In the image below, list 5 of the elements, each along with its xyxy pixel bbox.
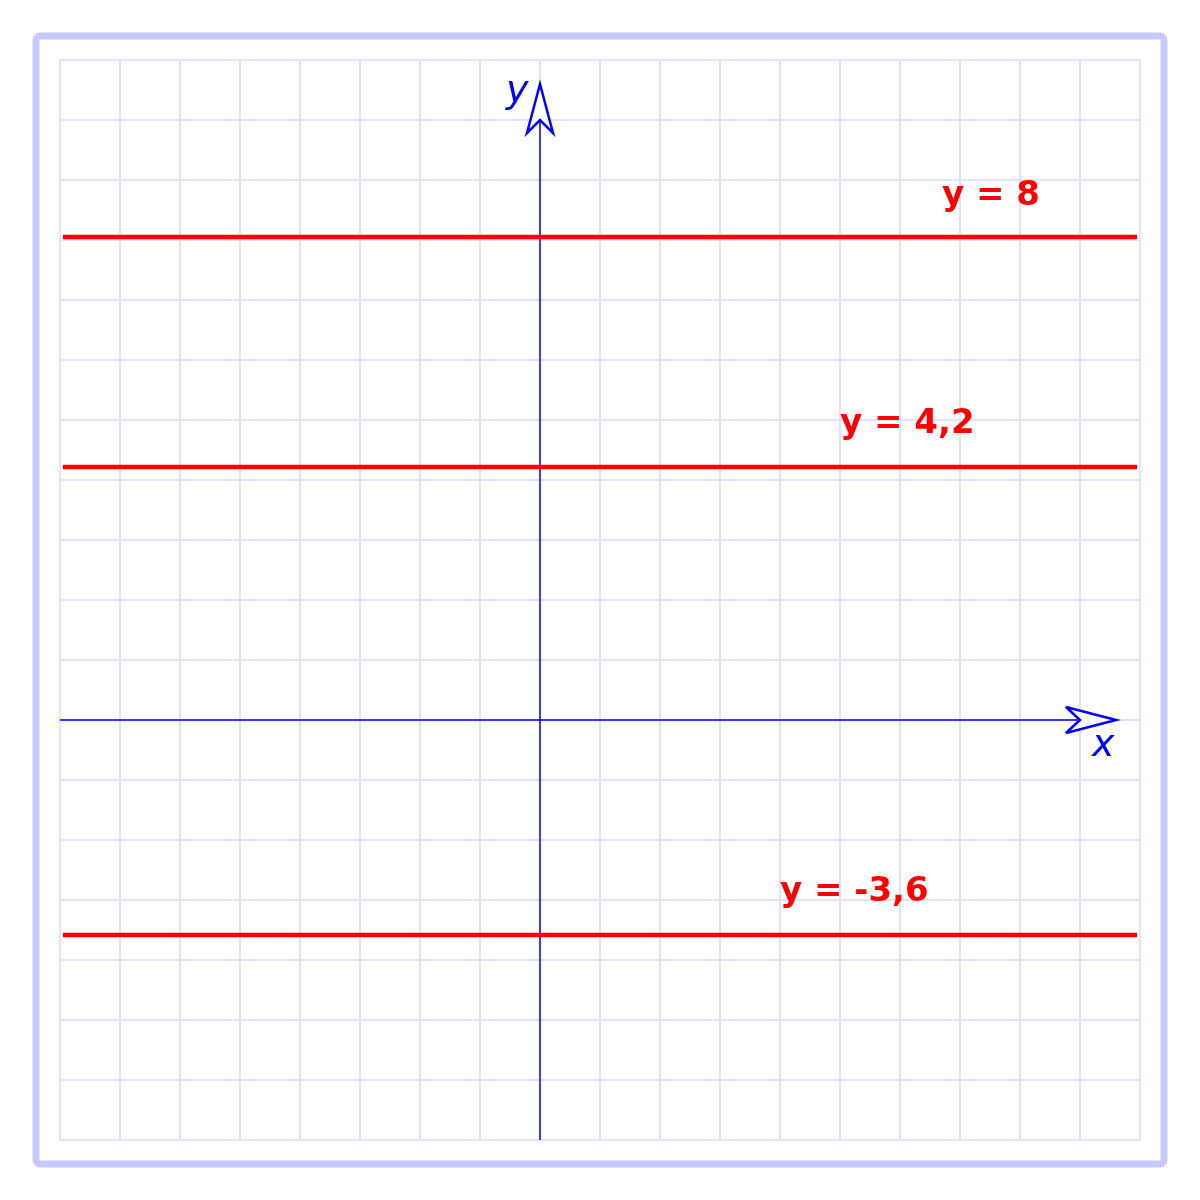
equation-label: y = 8 — [942, 176, 1040, 210]
equation-label: y = -3,6 — [780, 872, 929, 906]
axis-label: y — [506, 70, 529, 108]
axis-label: x — [1092, 724, 1115, 762]
equation-label: y = 4,2 — [840, 404, 975, 438]
